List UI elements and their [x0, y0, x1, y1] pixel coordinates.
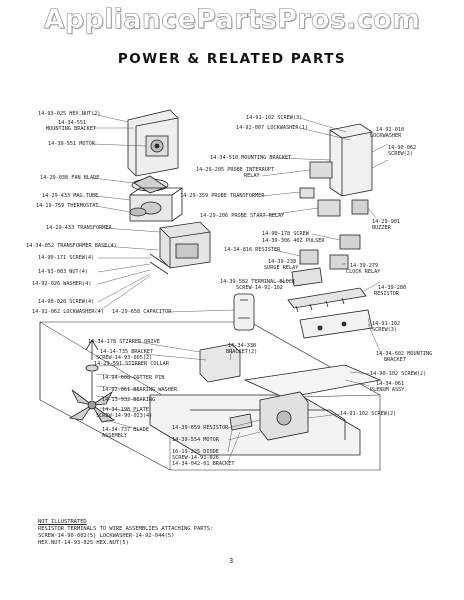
label-bracket-screw: SCREW-14-93-005(2): [96, 355, 153, 361]
label-washer: 14-92-026 WASHER(4): [32, 281, 92, 287]
label-screw-b: 14-90-028 SCREW(4): [38, 299, 95, 305]
label-mag-tube: 14-29-433 MAG.TUBE: [42, 193, 99, 199]
label-hex-nut: 14-93-025 HEX.NUT(2): [38, 111, 101, 117]
label-mounting-bracket: MOUNTING BRACKET: [46, 126, 96, 132]
label-fan-blade: 14-29-038 FAN BLADE: [40, 175, 100, 181]
label-screw-r3-part: 14-91-102: [372, 321, 401, 327]
label-mounting-bracket-r1: 14-34-510 MOUNTING BRACKET: [210, 155, 292, 161]
label-resistor-part: 14-39-280: [378, 285, 407, 291]
label-clock-relay: CLOCK RELAY: [346, 269, 381, 275]
label-plenum-part: 14-34-061: [376, 381, 405, 387]
label-bracket2: BRACKET(2): [226, 349, 258, 355]
label-motor: 14-39-551 MOTOR: [48, 141, 95, 147]
label-blade-part: 14-34-737 BLADE: [102, 427, 149, 433]
label-plate: 14-34-198 PLATE: [102, 407, 149, 413]
label-thermostat: 14-19-759 THERMOSTAT: [36, 203, 99, 209]
label-lockwasher-a: 14-92-062 LOCKWASHER(4): [32, 309, 104, 315]
label-buzzer-part: 14-29-901: [372, 219, 401, 225]
label-resistor: RESISTOR: [374, 291, 399, 297]
label-screw-r5: 14-91-102 SCREW(2): [340, 411, 397, 417]
label-screw-r1: 14-91-102 SCREW(3): [246, 115, 303, 121]
label-probe-interrupt-relay: RELAY: [244, 173, 260, 179]
label-diode-resistor: 14-39-659 RESISTOR: [172, 425, 229, 431]
label-bracket3: 14-34-042-01 BRACKET: [172, 461, 235, 467]
notes-line-3: HEX.NUT-14-93-025 HEX.NUT(5): [38, 540, 129, 546]
label-motor2: 14-39-554 MOTOR: [172, 437, 219, 443]
label-capacitor: 14-29-658 CAPACITOR: [112, 309, 172, 315]
label-probe-transformer: 14-29-359 PROBE TRANSFORMER: [180, 193, 265, 199]
label-terminal-block: 14-39-582 TERMINAL BLOCK: [220, 279, 295, 285]
label-clock-relay-part: 14-39-279: [350, 263, 379, 269]
label-screw-a: 14-90-171 SCREW(4): [38, 255, 95, 261]
label-lockwasher-r1: 14-92-007 LOCKWASHER(1): [236, 125, 308, 131]
label-mounting-bracket-r2-part: 14-34-602 MOUNTING: [376, 351, 433, 357]
label-screw-r2: SCREW(2): [388, 151, 413, 157]
label-screw-r3: SCREW(3): [372, 327, 397, 333]
label-probe-interrupt: 14-29-205 PROBE INTERRUPT: [196, 167, 275, 173]
label-pulser: 14-39-306 40Z PULSER: [262, 238, 325, 244]
label-blade-assembly: ASSEMBLY: [102, 433, 127, 439]
label-nut: 14-93-003 NUT(4): [38, 269, 88, 275]
label-lockwasher-r2: LOCKWASHER: [370, 133, 402, 139]
label-bearing: 14-13-932 BEARING: [102, 397, 156, 403]
label-plate-screw: SCREW-14-90-023(4): [96, 413, 153, 419]
label-screw-r4: 14-90-102 SCREW(2): [370, 371, 427, 377]
label-bracket2-part: 14-34-330: [228, 343, 257, 349]
label-stirrer-collar: 14-29-591 STIRRER COLLAR: [94, 361, 169, 367]
label-bracket: 14-14-735 BRACKET: [100, 349, 154, 355]
label-screw-r2-part: 14-90-062: [388, 145, 417, 151]
label-mounting-bracket-part: 14-34-551: [58, 120, 87, 126]
page-title: POWER & RELATED PARTS: [117, 51, 347, 67]
not-illustrated-notes: NOT ILLUSTRATED RESISTOR TERMINALS TO WI…: [38, 519, 338, 547]
label-diode: 16-19-225 DIODE: [172, 449, 219, 455]
label-terminal-block-screw: SCREW-14-91-102: [236, 285, 283, 291]
label-transformer-base: 14-34-052 TRANSFORMER BASE(4): [26, 243, 117, 249]
label-mounting-bracket-r2: BRACKET: [384, 357, 406, 363]
label-transformer: 14-29-433 TRANSFORMER: [46, 225, 112, 231]
label-screw-pulser: 14-90-178 SCREW: [262, 231, 309, 237]
page-number: 3: [229, 557, 234, 565]
label-diode-screw: SCREW-14-91-026: [172, 455, 219, 461]
label-cotter-pin: 14-94-008 COTTER PIN: [102, 375, 165, 381]
site-watermark: AppliancePartsPros.com: [43, 4, 421, 36]
label-stirrer-drive: 14-34-178 STIRRER DRIVE: [88, 339, 160, 345]
label-buzzer: BUZZER: [372, 225, 391, 231]
label-plenum-assy: PLENUM ASSY.: [370, 387, 408, 393]
label-surge-relay: SURGE RELAY: [264, 265, 299, 271]
notes-line-2: SCREW-14-90-002(5) LOCKWASHER-14-92-044(…: [38, 533, 175, 539]
label-probe-start-relay: 14-29-206 PROBE START RELAY: [200, 213, 285, 219]
label-lockwasher-r2-part: 14-92-010: [376, 127, 405, 133]
label-resister: 14-14-816 RESISTER: [224, 247, 281, 253]
notes-line-1: RESISTOR TERMINALS TO WIRE ASSEMBLIES AT…: [38, 526, 214, 532]
notes-heading: NOT ILLUSTRATED: [38, 519, 87, 525]
label-surge-relay-part: 14-39-238: [268, 259, 297, 265]
label-bearing-washer: 14-92-061 BEARING WASHER: [102, 387, 177, 393]
